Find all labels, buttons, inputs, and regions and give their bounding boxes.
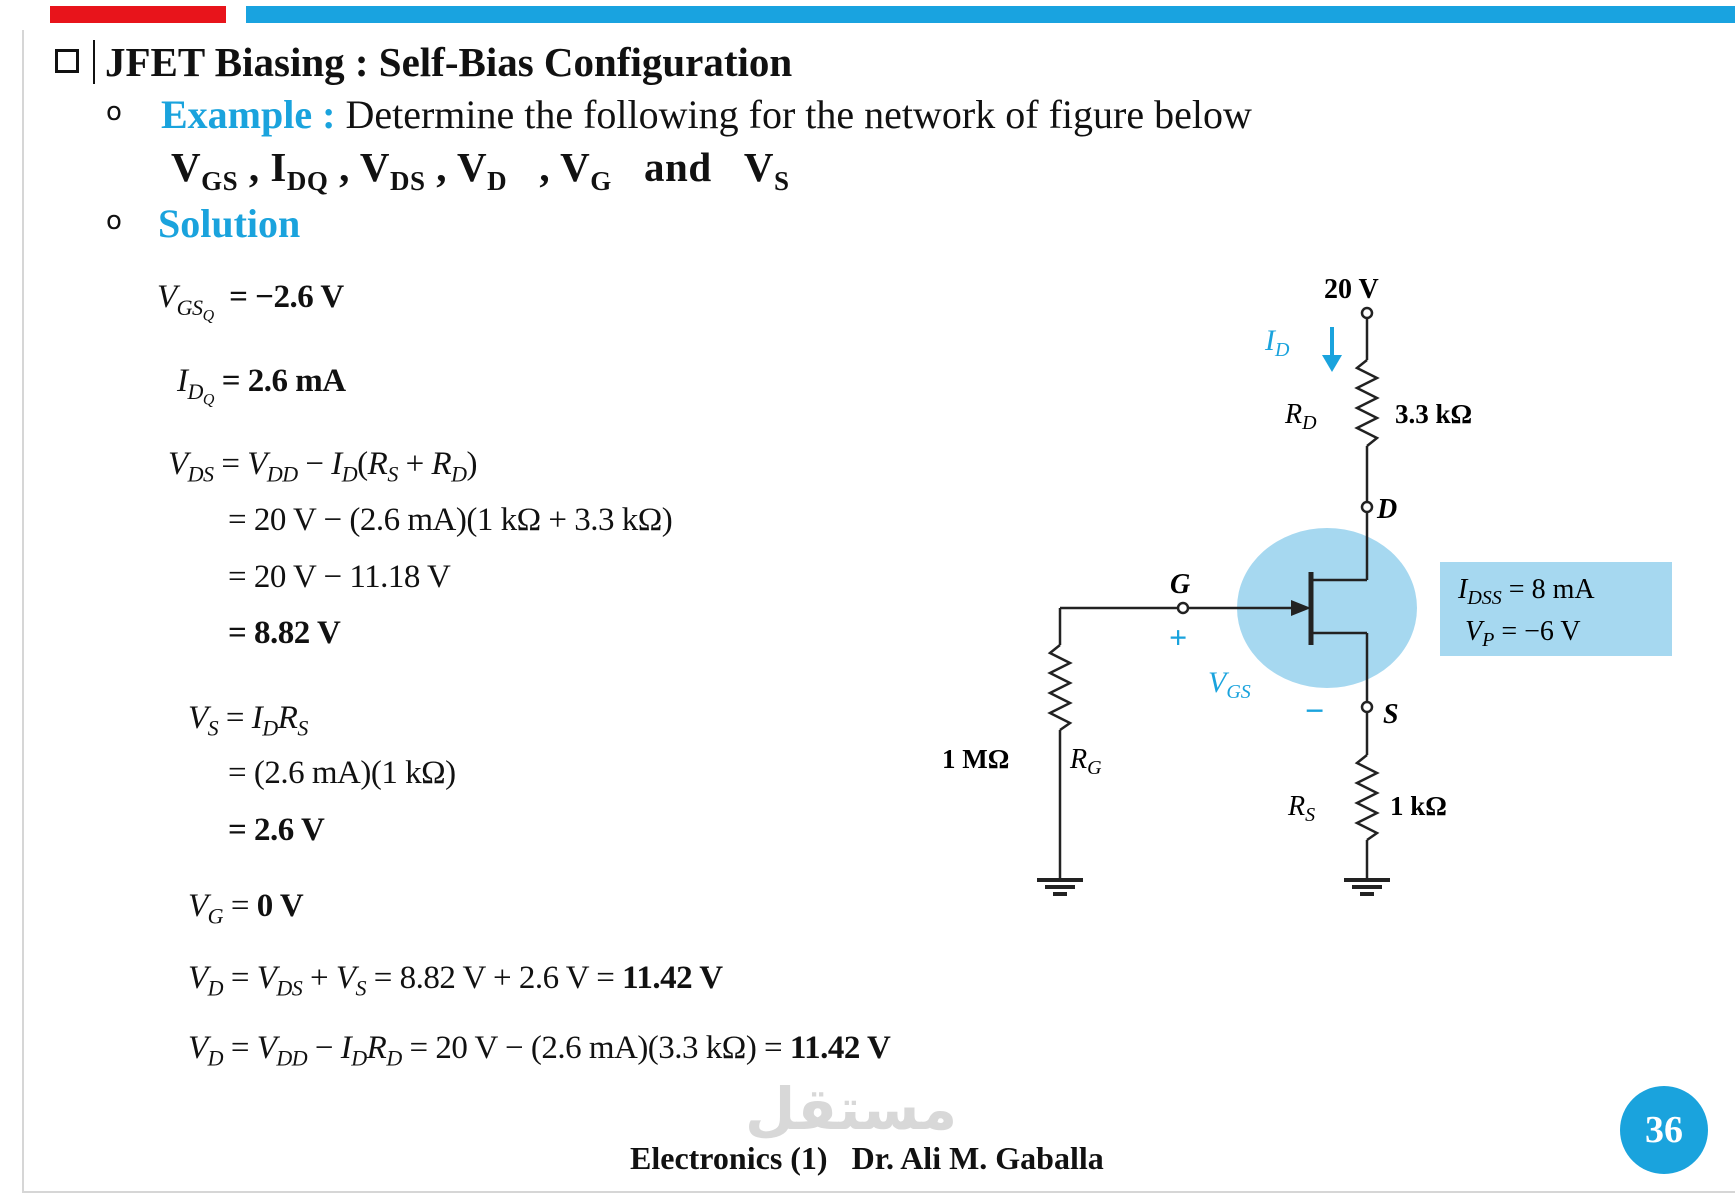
slide-frame [22,30,1735,1193]
eq-vg: VG = 0 V [188,888,304,929]
rg-resistor [1047,644,1073,732]
example-text: Determine the following for the network … [335,92,1252,137]
self-bias-circuit-diagram: 20 V ID RD 3.3 kΩ D G + VGS − S 1 MΩ RG … [942,274,1672,896]
circle-bullet-icon: o [106,206,122,236]
parameter-box [1440,562,1672,656]
eq-vs-3: = 2.6 V [228,812,325,848]
footer-text: Electronics (1) Dr. Ali M. Gaballa [630,1140,1104,1177]
idss-param: IDSS = 8 mA [1457,574,1595,609]
vp-param: VP = −6 V [1465,616,1581,651]
variables-list: VGS , IDQ , VDS , VD , VG and VS [171,143,790,197]
rg-value: 1 MΩ [942,744,1009,774]
rg-label: RG [1069,744,1102,779]
eq-vs-1: VS = IDRS [188,700,308,741]
source-label: S [1383,699,1399,730]
eq-vd-2: VD = VDD − IDRD = 20 V − (2.6 mA)(3.3 kΩ… [188,1030,891,1071]
drain-terminal [1360,500,1374,514]
variables-text: VGS , IDQ , VDS , VD , VG and VS [171,144,790,197]
course-name: Electronics (1) [630,1140,828,1176]
rd-label: RD [1284,399,1317,434]
title-divider [93,40,95,84]
slide-title: JFET Biasing : Self-Bias Configuration [105,39,793,85]
rs-resistor [1354,754,1380,842]
drain-label: D [1376,494,1397,525]
rd-value: 3.3 kΩ [1395,399,1472,429]
supply-terminal [1360,306,1374,320]
jfet-highlight [1237,528,1417,688]
solution-label: Solution [158,201,301,246]
rd-resistor [1354,359,1380,447]
watermark-logo: مستقل [745,1075,958,1143]
vgs-minus-sign: − [1305,693,1324,730]
eq-vds-2: = 20 V − (2.6 mA)(1 kΩ + 3.3 kΩ) [228,502,673,538]
circle-bullet-icon: o [106,97,122,127]
author-name: Dr. Ali M. Gaballa [851,1140,1104,1176]
gate-terminal [1176,601,1190,615]
source-terminal [1360,700,1374,714]
vgs-plus-sign: + [1169,619,1187,655]
rs-value: 1 kΩ [1390,791,1447,821]
gate-label: G [1170,569,1190,600]
rs-label: RS [1287,791,1315,826]
solution-line: o Solution [106,200,301,247]
eq-vds-1: VDS = VDD − ID(RS + RD) [168,446,478,487]
example-line: o Example : Determine the following for … [106,91,1252,138]
gate-arrow-icon [1291,600,1311,616]
checkbox-bullet-icon [55,49,79,73]
eq-vs-2: = (2.6 mA)(1 kΩ) [228,755,456,791]
eq-vds-4: = 8.82 V [228,615,341,651]
eq-vd-1: VD = VDS + VS = 8.82 V + 2.6 V = 11.42 V [188,960,723,1001]
eq-idq: IDQ = 2.6 mA [177,363,346,408]
header-red-bar [50,6,226,23]
id-label: ID [1264,324,1290,361]
header-blue-bar [246,6,1735,23]
current-arrowhead-icon [1322,355,1342,372]
example-label: Example : [161,92,336,137]
eq-vgsq: VGSQ = −2.6 V [157,279,344,324]
supply-label: 20 V [1324,274,1379,305]
eq-vds-3: = 20 V − 11.18 V [228,559,451,595]
page-number-badge: 36 [1620,1086,1708,1174]
vgs-label: VGS [1208,666,1251,703]
